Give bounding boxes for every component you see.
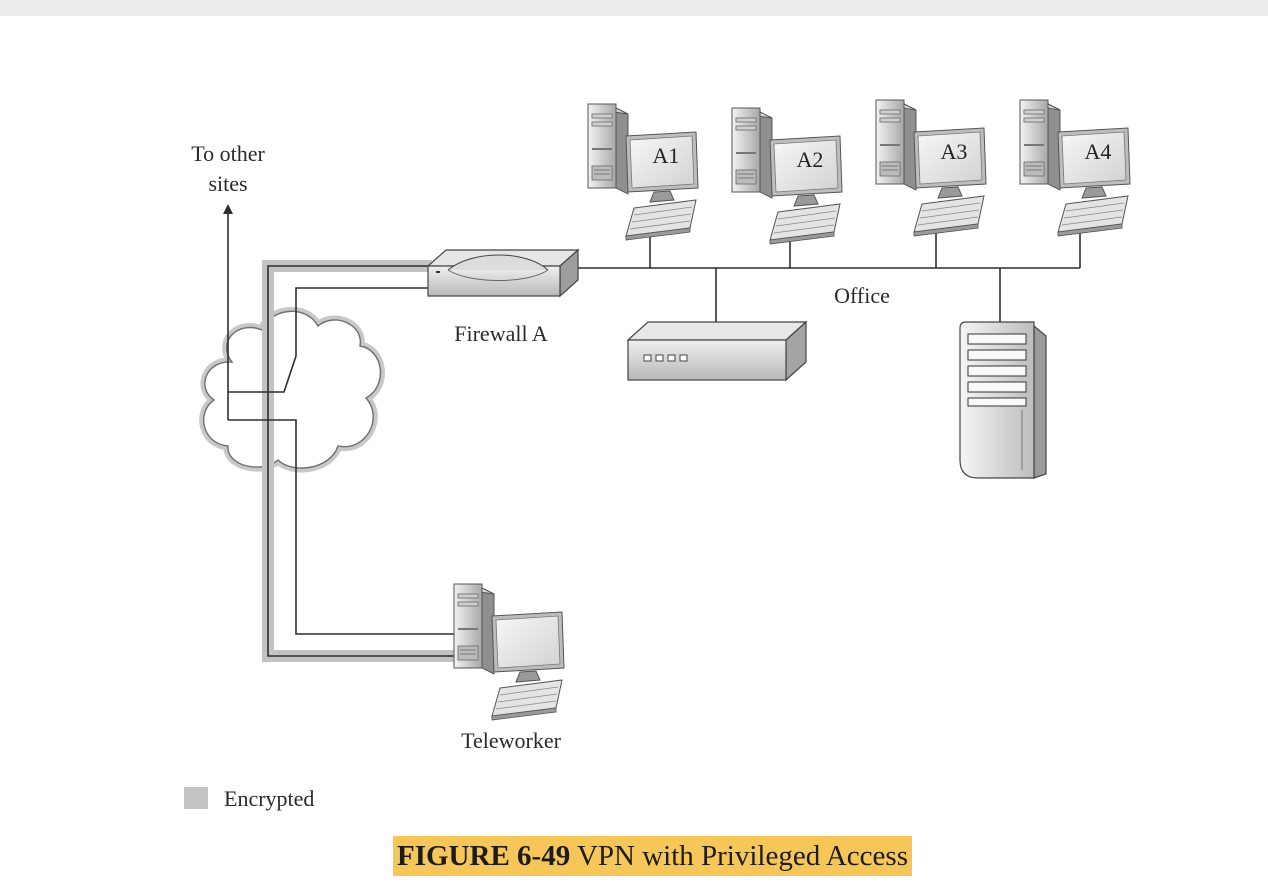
tunnel-core-line bbox=[267, 265, 458, 657]
workstation-a4-label: A4 bbox=[1085, 139, 1112, 164]
plain-links bbox=[223, 204, 1081, 635]
figure-number: FIGURE 6-49 bbox=[397, 840, 571, 872]
figure-title: VPN with Privileged Access bbox=[576, 840, 908, 872]
office-switch bbox=[626, 320, 808, 382]
legend-encrypted-label: Encrypted bbox=[224, 786, 314, 811]
to-other-sites-label-line1: To other bbox=[191, 141, 265, 166]
internet-cloud bbox=[199, 307, 385, 473]
workstation-a3 bbox=[875, 99, 987, 237]
legend-encrypted-swatch bbox=[184, 787, 208, 809]
teleworker-label: Teleworker bbox=[461, 728, 562, 753]
workstation-a1 bbox=[587, 103, 699, 241]
workstation-a2 bbox=[731, 107, 843, 245]
workstation-a3-label: A3 bbox=[941, 139, 968, 164]
workstation-a2-label: A2 bbox=[797, 147, 824, 172]
figure-caption: FIGURE 6-49 VPN with Privileged Access bbox=[393, 836, 912, 876]
teleworker-pc bbox=[453, 583, 565, 721]
workstation-a1-label: A1 bbox=[653, 143, 680, 168]
to-other-sites-label-line2: sites bbox=[208, 171, 247, 196]
office-label: Office bbox=[834, 283, 890, 308]
workstation-a4 bbox=[1019, 99, 1131, 237]
firewall-a bbox=[426, 248, 580, 298]
firewall-label: Firewall A bbox=[454, 321, 548, 346]
top-strip bbox=[0, 0, 1268, 16]
office-server bbox=[959, 321, 1047, 479]
